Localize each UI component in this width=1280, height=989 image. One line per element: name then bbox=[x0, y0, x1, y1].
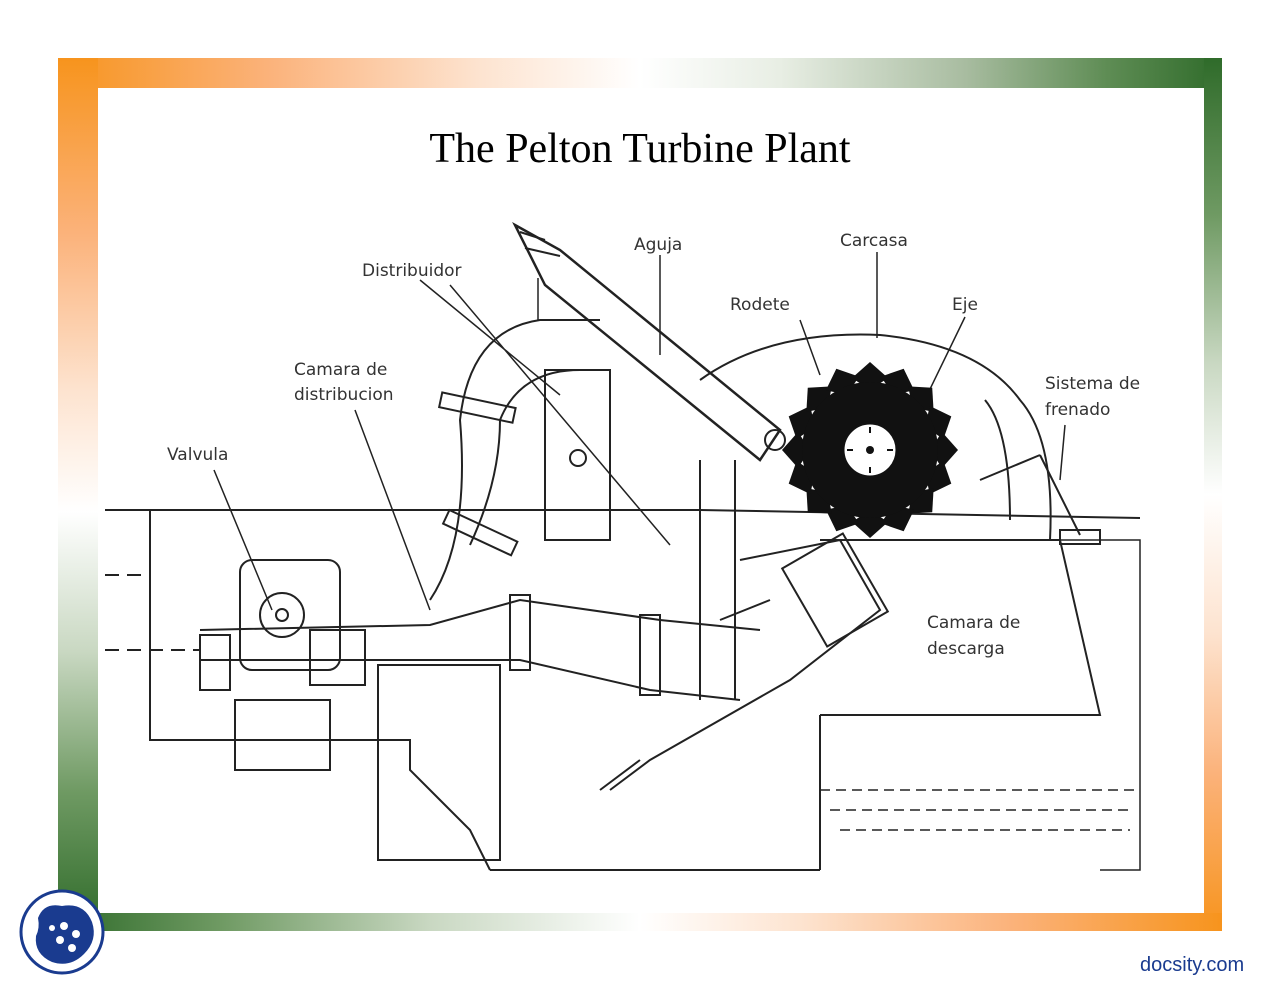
frame-right-bar bbox=[1204, 58, 1222, 931]
slide-title: The Pelton Turbine Plant bbox=[429, 126, 851, 172]
pipe-flange-2 bbox=[441, 508, 519, 557]
docsity-logo-icon[interactable] bbox=[18, 888, 106, 976]
brake-rod bbox=[979, 454, 1081, 536]
pelton-wheel bbox=[782, 362, 958, 538]
label-camara-distribucion-line1: Camara de bbox=[294, 360, 387, 380]
turbine-casing bbox=[699, 333, 1052, 541]
discharge-chamber bbox=[820, 539, 1102, 716]
label-sistema-frenado-line1: Sistema de bbox=[1045, 374, 1140, 394]
frame-top-bar bbox=[58, 58, 1222, 88]
label-rodete: Rodete bbox=[730, 295, 790, 315]
label-camara-distribucion-line2: distribucion bbox=[294, 385, 394, 405]
pipe-flange-1 bbox=[437, 391, 517, 424]
ground-line bbox=[105, 509, 1141, 519]
main-pipe bbox=[199, 598, 761, 701]
label-camara-descarga-line2: descarga bbox=[927, 639, 1005, 659]
shaft-support bbox=[699, 460, 736, 700]
pipe-flange-3 bbox=[509, 594, 531, 671]
docsity-brand-link[interactable]: docsity.com bbox=[1140, 954, 1245, 976]
valve-body bbox=[239, 559, 341, 671]
needle-assembly bbox=[512, 221, 782, 462]
valve-disc bbox=[259, 592, 305, 638]
label-eje: Eje bbox=[952, 295, 978, 315]
label-valvula: Valvula bbox=[167, 445, 228, 465]
label-sistema-frenado-line2: frenado bbox=[1045, 400, 1110, 420]
lower-nozzle-pipe bbox=[599, 538, 882, 791]
pelton-turbine-diagram: Aguja Carcasa Distribuidor Rodete Eje Ca… bbox=[105, 221, 1141, 871]
foundation-mid bbox=[377, 664, 501, 861]
frame-bottom-bar bbox=[58, 913, 1222, 931]
label-distribuidor: Distribuidor bbox=[362, 261, 462, 281]
tailwater-surface bbox=[820, 789, 1140, 831]
distributor-box bbox=[544, 369, 611, 541]
foundation-left bbox=[234, 699, 331, 771]
frame-left-bar bbox=[58, 58, 98, 931]
label-camara-descarga-line1: Camara de bbox=[927, 613, 1020, 633]
valve-flange-right bbox=[309, 629, 366, 686]
valve-flange-left bbox=[199, 634, 231, 691]
callout-lines bbox=[213, 252, 1066, 611]
inlet-dashes bbox=[105, 574, 200, 651]
label-aguja: Aguja bbox=[634, 235, 682, 255]
label-carcasa: Carcasa bbox=[840, 231, 908, 251]
pipe-flange-4 bbox=[639, 614, 661, 696]
slide-canvas bbox=[98, 88, 1204, 913]
lower-nozzle-flange bbox=[780, 532, 890, 648]
pit-outline bbox=[149, 510, 820, 871]
